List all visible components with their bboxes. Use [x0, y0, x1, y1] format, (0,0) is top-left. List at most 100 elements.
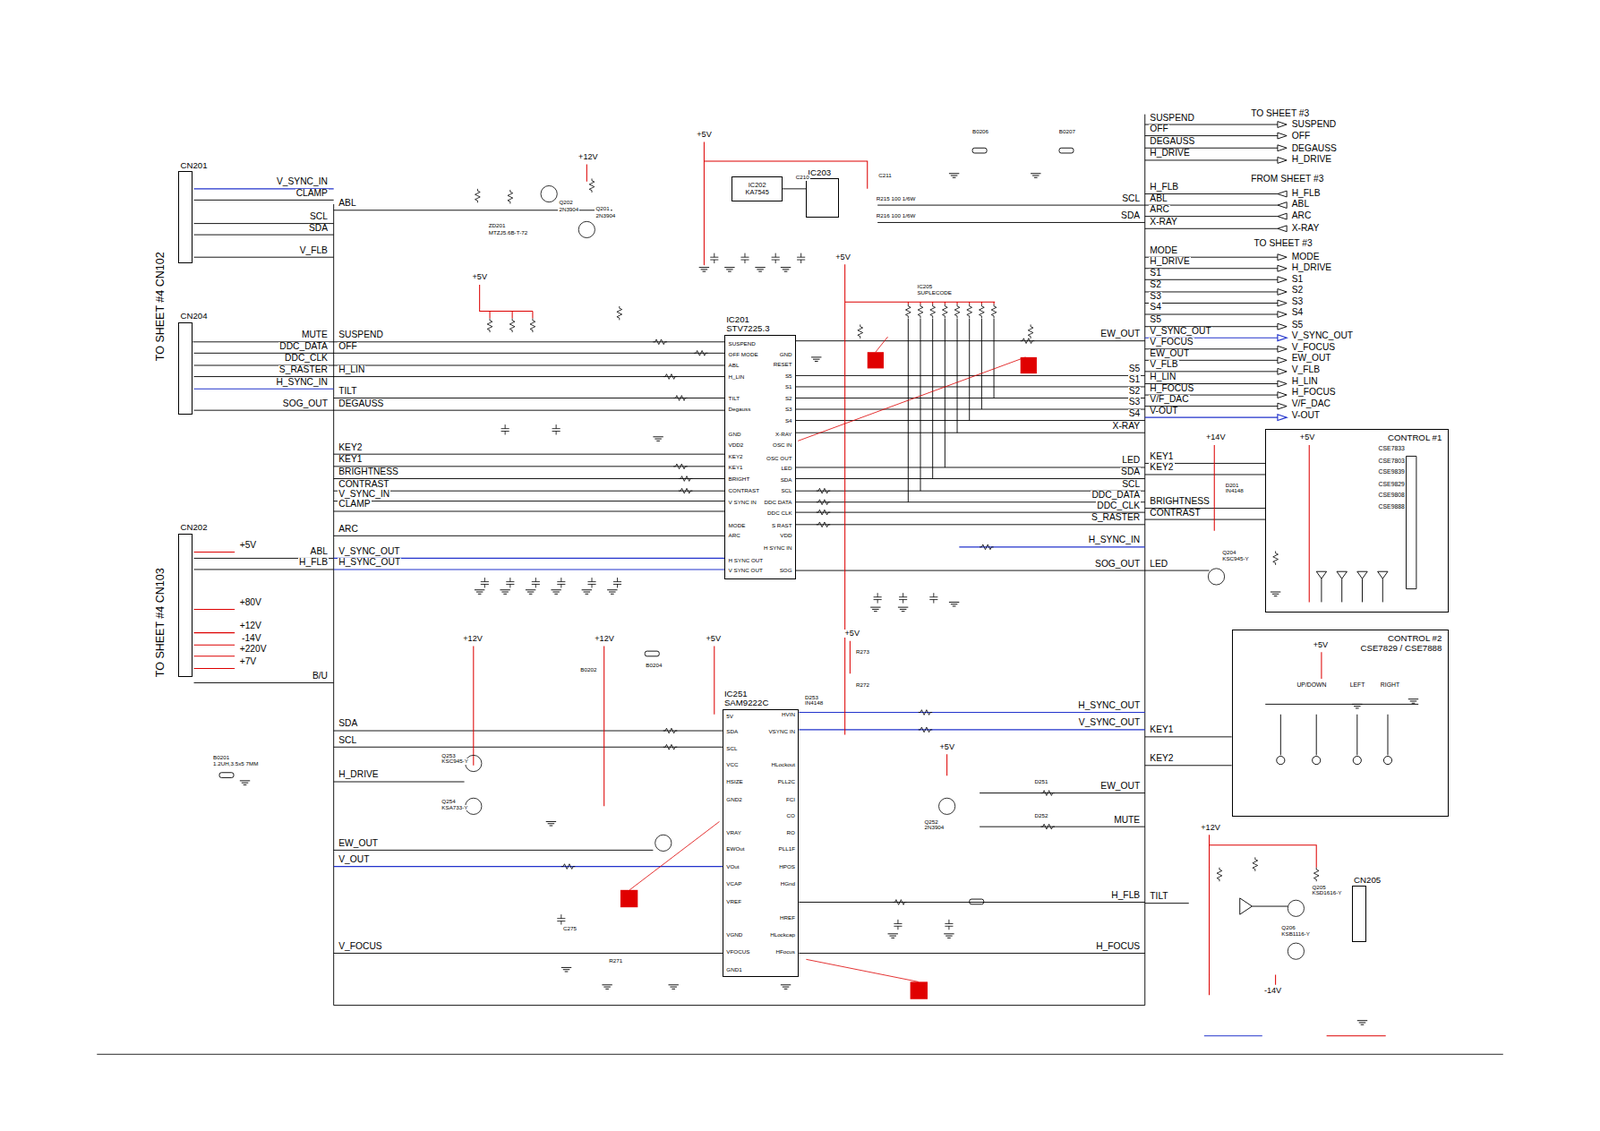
signal-label: V_SYNC_OUT	[337, 547, 401, 557]
signal-label: DDC_CLK	[1095, 501, 1141, 511]
pin-label: D253	[804, 694, 820, 701]
pin-label: Degauss	[727, 406, 753, 412]
pin-label: TILT	[727, 395, 741, 402]
signal-label: H_SYNC_OUT	[337, 557, 402, 567]
signal-label: SCL	[337, 735, 358, 745]
pin-label: OSC OUT	[765, 455, 793, 462]
signal-label: S_RASTER	[278, 365, 329, 375]
signal-label: ARC	[337, 524, 360, 534]
signal-label: ABL	[309, 547, 329, 557]
signal-label: X-RAY	[1148, 217, 1179, 227]
pin-label: LEFT	[1349, 682, 1367, 689]
pin-label: H_LIN	[727, 374, 746, 380]
part-heading: IC203	[806, 168, 832, 179]
pin-label: MODE	[727, 522, 747, 529]
signal-label: H_FLB	[1148, 182, 1180, 192]
pin-label: S1	[784, 384, 794, 390]
signal-label: SOG_OUT	[282, 399, 329, 409]
signal-label: S4	[1291, 308, 1305, 317]
pin-label: V SYNC IN	[727, 499, 758, 505]
signal-label: H_FLB	[1110, 890, 1141, 900]
pin-label: Q254	[440, 798, 456, 805]
signal-label: H_FLB	[1291, 188, 1322, 198]
signal-label: OFF	[1291, 131, 1312, 141]
pin-label: C210	[795, 174, 811, 180]
signal-label: SCL	[1120, 194, 1141, 204]
signal-label: H_DRIVE	[337, 770, 379, 779]
signal-label: S2	[1148, 280, 1163, 290]
pin-label: KSB1116-Y	[1280, 931, 1311, 937]
pin-label: CSE9829	[1377, 481, 1406, 488]
signal-label: EW_OUT	[337, 838, 379, 848]
signal-label: H_FOCUS	[1095, 941, 1141, 951]
part-name: CN202	[179, 522, 208, 533]
signal-wire	[192, 341, 725, 343]
part-heading: IC202KA7545	[732, 181, 782, 197]
signal-label: S5	[1148, 315, 1163, 325]
part-name: CSE7829 / CSE7888	[1359, 643, 1443, 654]
signal-label: S5	[1291, 320, 1305, 330]
part-name: STV7225.3	[725, 324, 771, 334]
pin-label: D252	[1034, 812, 1050, 819]
pin-label: KSA733-Y	[440, 804, 469, 811]
signal-label: B/U	[311, 671, 329, 681]
part-name: IC203	[806, 168, 832, 179]
pin-label: HGnd	[779, 881, 796, 887]
signal-label: H_DRIVE	[1148, 256, 1190, 266]
signal-label: CLAMP	[337, 499, 371, 509]
pin-label: VDD2	[727, 442, 745, 448]
pin-label: EWOut	[725, 846, 745, 852]
part-heading: IC251SAM9222C	[723, 689, 770, 709]
pin-label: FCI	[785, 796, 796, 803]
signal-label: KEY1	[337, 454, 363, 464]
signal-label: TO SHEET #3	[1249, 109, 1310, 119]
signal-label: +5V	[844, 629, 861, 638]
pin-label: CSE9888	[1377, 504, 1406, 511]
pin-label: V SYNC OUT	[727, 567, 764, 574]
signal-label: X-RAY	[1291, 223, 1321, 233]
signal-label: H_SYNC_IN	[1087, 535, 1142, 545]
pin-label: R271	[607, 958, 624, 964]
pin-label: R273	[855, 649, 871, 655]
signal-label: MODE	[1148, 246, 1179, 256]
signal-label: ABL	[1148, 194, 1168, 204]
pin-label: PLL2C	[777, 778, 796, 785]
part-heading: IC201STV7225.3	[725, 315, 771, 334]
signal-label: H_SYNC_IN	[274, 377, 329, 387]
signal-label: +80V	[239, 598, 263, 608]
pin-label: Q205	[1311, 884, 1327, 890]
pin-label: B0202	[579, 667, 598, 673]
signal-label: SCL	[1120, 479, 1141, 489]
pin-label: H SYNC IN	[762, 545, 794, 551]
signal-label: V/F_DAC	[1291, 399, 1332, 409]
pin-label: ABL	[727, 362, 741, 368]
signal-label: H_DRIVE	[1148, 148, 1190, 158]
pin-label: VDD	[778, 532, 793, 539]
pin-label: 2N3904	[594, 213, 617, 219]
pin-label: SUPLECODE	[915, 290, 953, 296]
pin-label: HPOS	[778, 864, 796, 870]
signal-label: KEY1	[1148, 725, 1174, 735]
part-heading: CN204	[179, 311, 208, 322]
pin-label: SDA	[779, 477, 794, 483]
pin-label: 1.2UH,3.5x5 7MM	[212, 761, 259, 767]
pin-label: S3	[784, 406, 794, 412]
signal-label: V_FOCUS	[1148, 337, 1194, 347]
signal-label: H_FLB	[298, 557, 329, 567]
signal-label: DEGAUSS	[1148, 136, 1196, 146]
pin-label: X-RAY	[774, 431, 794, 437]
signal-label: OFF	[337, 342, 359, 351]
signal-label: V/F_DAC	[1148, 394, 1190, 404]
signal-label: V_OUT	[337, 855, 370, 865]
signal-label: KEY1	[1148, 452, 1174, 462]
pin-label: VCC	[725, 761, 739, 768]
signal-label: +5V	[695, 130, 712, 139]
signal-label: ARC	[1291, 211, 1313, 221]
signal-label: V_FLB	[299, 246, 329, 256]
signal-label: +5V	[239, 540, 258, 550]
part-heading: CN202	[179, 522, 208, 533]
pin-label: S4	[784, 418, 794, 424]
pin-label: SUSPEND	[727, 341, 757, 347]
signal-label: H_DRIVE	[1291, 154, 1333, 164]
